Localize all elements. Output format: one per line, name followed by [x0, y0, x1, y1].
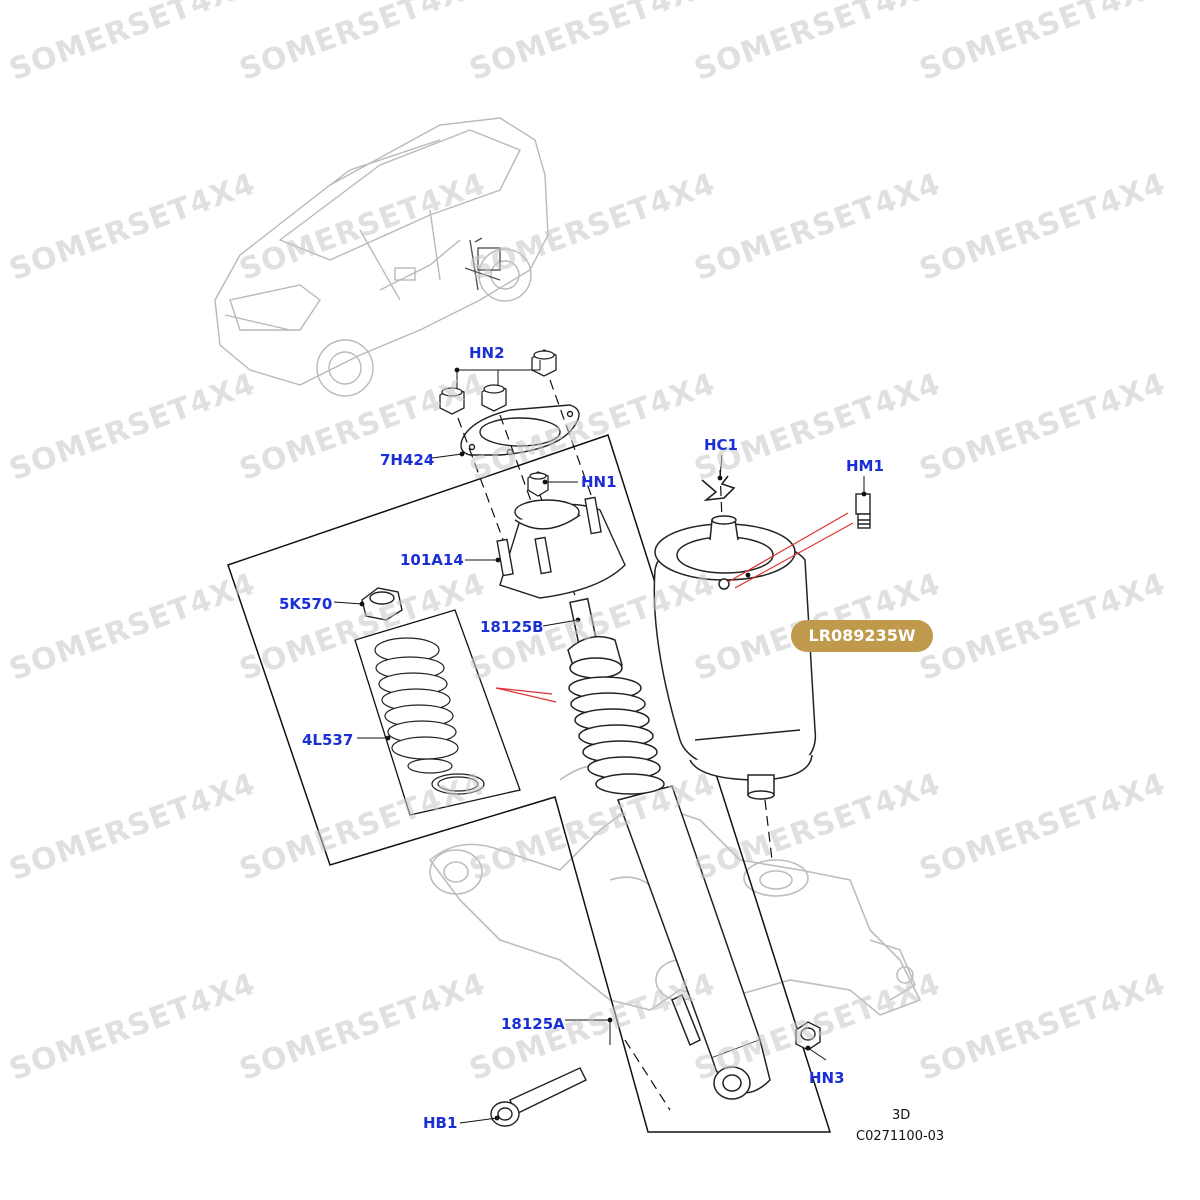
- red-leader-lines: [495, 512, 854, 703]
- callout-hc1[interactable]: HC1: [704, 436, 738, 454]
- view-label: 3D: [892, 1108, 911, 1123]
- jounce-nut-5k570: [361, 587, 403, 621]
- nut-hn3: [795, 1021, 821, 1051]
- diagram-code: C0271100-03: [856, 1129, 945, 1144]
- callout-hn2[interactable]: HN2: [469, 344, 505, 362]
- part-number-badge[interactable]: LR089235W: [791, 620, 933, 652]
- dust-bellows-4l537: [374, 637, 485, 795]
- callout-4l537[interactable]: 4L537: [302, 731, 354, 749]
- callout-hm1[interactable]: HM1: [846, 457, 884, 475]
- callout-7h424[interactable]: 7H424: [380, 451, 435, 469]
- callout-101a14[interactable]: 101A14: [400, 551, 464, 569]
- gasket-7h424: [460, 404, 580, 456]
- callout-leaders: [333, 360, 865, 1124]
- callout-18125a[interactable]: 18125A: [501, 1015, 565, 1033]
- callout-18125b[interactable]: 18125B: [480, 618, 544, 636]
- callout-leader-dots: [359, 367, 867, 1121]
- callout-hn1[interactable]: HN1: [581, 473, 617, 491]
- callout-5k570[interactable]: 5K570: [279, 595, 333, 613]
- shock-absorber-18125a: [567, 597, 771, 1100]
- nut-hn1: [527, 471, 549, 497]
- kit-frame-outline: [227, 434, 832, 1133]
- vehicle-locator-strut: [464, 237, 501, 291]
- bolt-hb1: [490, 1067, 587, 1127]
- air-spring-assembly: [653, 515, 817, 800]
- nuts-hn2: [439, 349, 557, 415]
- vehicle-locator-illustration: [214, 117, 549, 397]
- clip-hc1: [701, 475, 736, 502]
- upper-mount-101a14: [496, 496, 626, 599]
- bellows-inset-frame: [354, 609, 521, 816]
- callout-hn3[interactable]: HN3: [809, 1069, 845, 1087]
- fitting-hm1: [855, 493, 871, 529]
- callout-hb1[interactable]: HB1: [423, 1114, 458, 1132]
